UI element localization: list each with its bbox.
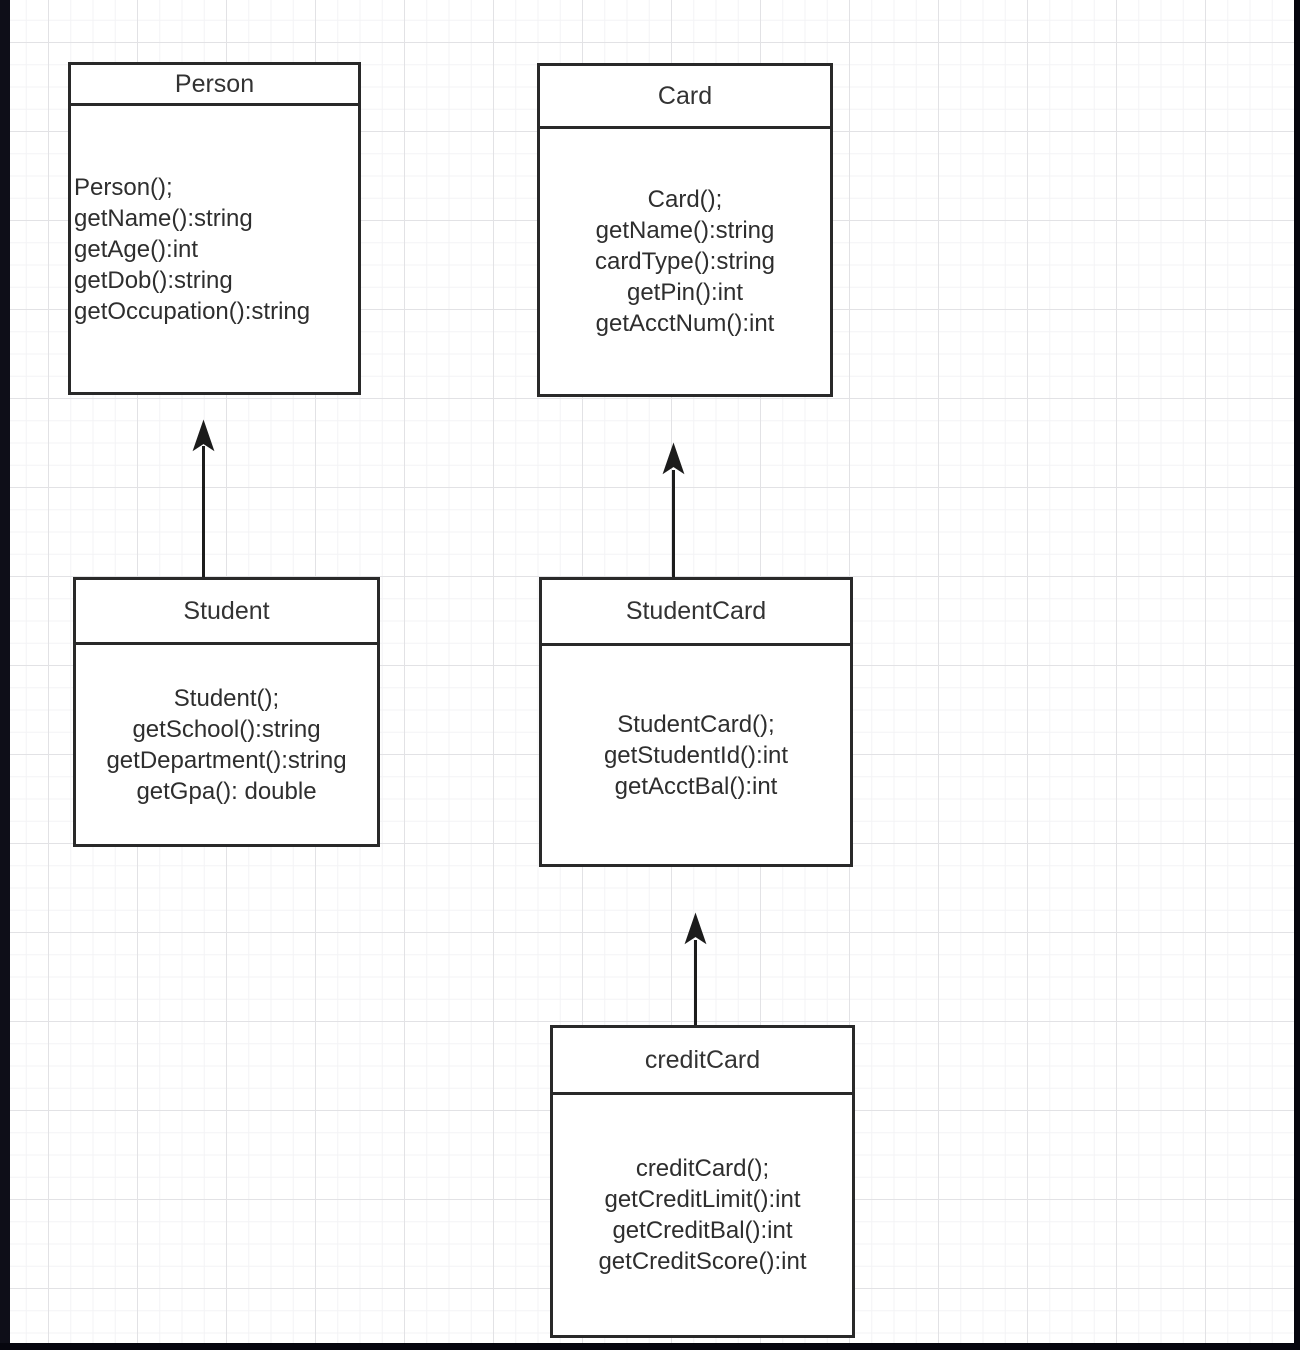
method-line: getName():string xyxy=(74,204,253,232)
class-box-studentcard: StudentCard StudentCard(); getStudentId(… xyxy=(539,577,853,867)
method-line: getDepartment():string xyxy=(106,746,347,774)
method-line: getCreditLimit():int xyxy=(604,1186,801,1213)
method-line: getCreditBal():int xyxy=(612,1217,793,1244)
class-methods-student: Student(); getSchool():string getDepartm… xyxy=(76,645,377,844)
class-box-student: Student Student(); getSchool():string ge… xyxy=(73,577,380,847)
class-title-student: Student xyxy=(76,580,377,645)
method-line: Person(); xyxy=(74,173,173,201)
inheritance-arrow-creditcard-to-studentcard xyxy=(684,912,707,1025)
inheritance-arrow-student-to-person xyxy=(192,419,215,577)
left-edge-bar xyxy=(0,0,10,1350)
class-methods-person: Person(); getName():string getAge():int … xyxy=(71,106,358,392)
class-methods-creditcard: creditCard(); getCreditLimit():int getCr… xyxy=(553,1095,852,1335)
method-line: getName():string xyxy=(595,217,775,244)
class-box-person: Person Person(); getName():string getAge… xyxy=(68,62,361,395)
bottom-edge-bar xyxy=(0,1343,1300,1350)
method-line: getCreditScore():int xyxy=(598,1248,807,1275)
method-line: getDob():string xyxy=(74,266,233,294)
class-title-studentcard: StudentCard xyxy=(542,580,850,646)
method-line: getSchool():string xyxy=(132,715,321,743)
class-title-creditcard: creditCard xyxy=(553,1028,852,1095)
method-line: getAcctBal():int xyxy=(614,772,778,800)
method-line: getAge():int xyxy=(74,235,199,263)
right-edge-bar xyxy=(1294,0,1300,1350)
method-line: getGpa(): double xyxy=(136,777,317,805)
method-line: getPin():int xyxy=(626,279,744,306)
inheritance-arrow-studentcard-to-card xyxy=(662,442,685,577)
method-line: Card(); xyxy=(647,186,723,213)
class-title-card: Card xyxy=(540,66,830,129)
class-box-card: Card Card(); getName():string cardType()… xyxy=(537,63,833,397)
class-title-person: Person xyxy=(71,65,358,106)
class-box-creditcard: creditCard creditCard(); getCreditLimit(… xyxy=(550,1025,855,1338)
class-methods-studentcard: StudentCard(); getStudentId():int getAcc… xyxy=(542,646,850,864)
method-line: getOccupation():string xyxy=(74,297,311,325)
method-line: getStudentId():int xyxy=(603,741,789,769)
method-line: creditCard(); xyxy=(635,1155,770,1182)
method-line: getAcctNum():int xyxy=(595,310,775,337)
method-line: Student(); xyxy=(173,684,280,712)
method-line: StudentCard(); xyxy=(617,710,775,738)
class-methods-card: Card(); getName():string cardType():stri… xyxy=(540,129,830,394)
method-line: cardType():string xyxy=(594,248,776,275)
